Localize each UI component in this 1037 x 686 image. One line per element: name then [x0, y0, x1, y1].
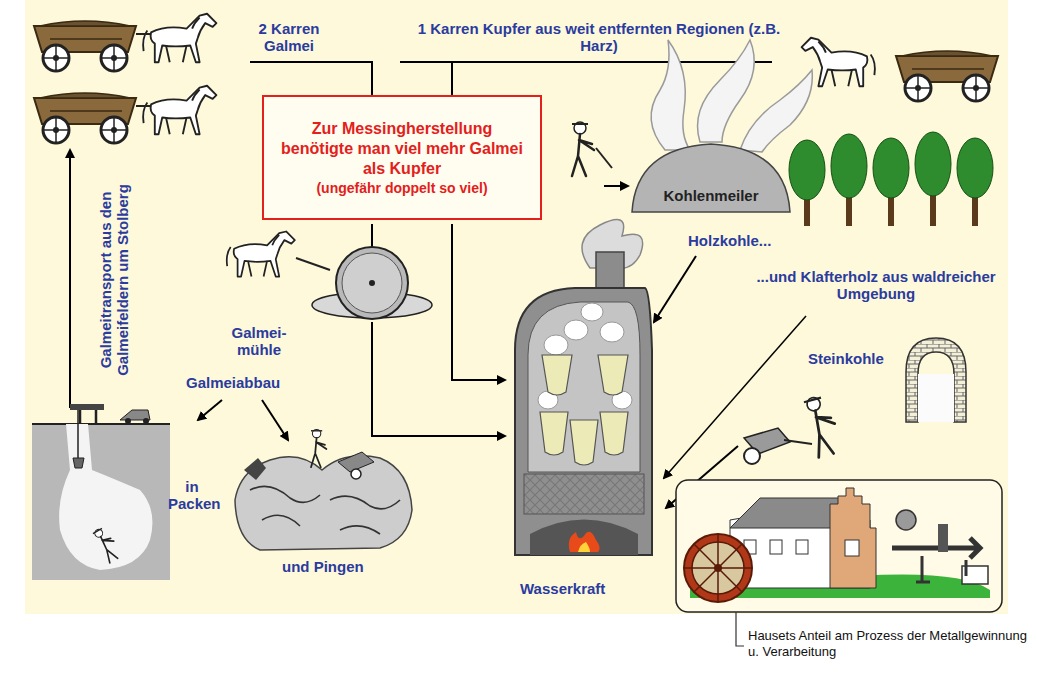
mill-label: Galmei-mühle	[226, 324, 292, 358]
note-text: Zur Messingherstellung benötigte man vie…	[274, 119, 530, 179]
fuel-label: Steinkohle	[808, 350, 908, 367]
cargo-label: 1 Karren Kupfer aus weit entfernten Regi…	[414, 20, 784, 54]
fuel-label: ...und Klafterholz aus waldreicher Umgeb…	[742, 268, 1010, 302]
power-label: Wasserkraft	[520, 580, 630, 597]
note-subtext: (ungefähr doppelt so viel)	[274, 179, 530, 197]
mining-label: in Packen	[168, 478, 216, 512]
note-label: Hausets Anteil am Prozess der Metallgewi…	[748, 628, 1030, 660]
transport-label: Galmeitransport aus den Galmeifeldern um…	[97, 145, 131, 415]
cargo-label: 2 Karren Galmei	[248, 20, 330, 54]
charcoal-mound: Kohlenmeiler	[630, 140, 792, 214]
mining-label: Galmeiabbau	[186, 374, 296, 391]
fuel-label: Holzkohle...	[688, 232, 818, 249]
mound-label: Kohlenmeiler	[663, 187, 758, 204]
mining-label: und Pingen	[282, 558, 392, 575]
note-box: Zur Messingherstellung benötigte man vie…	[262, 95, 542, 220]
